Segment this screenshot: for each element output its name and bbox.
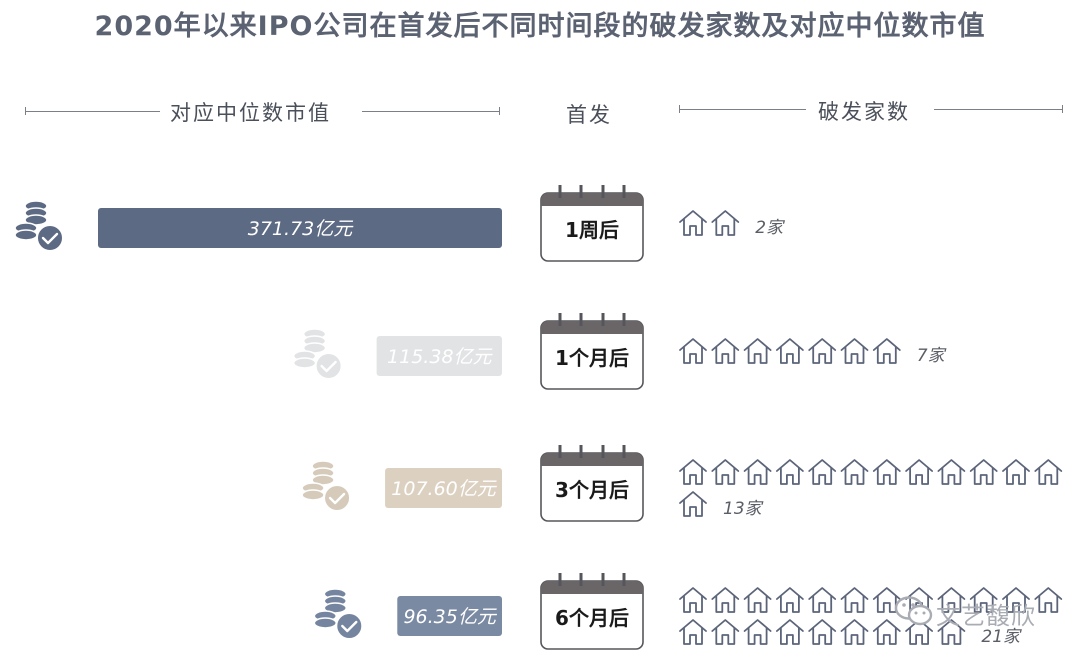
house-icon (808, 338, 837, 364)
house-icon (1034, 587, 1063, 613)
house-icon (679, 338, 707, 364)
right-header-tick-end (1062, 105, 1063, 113)
house-icon (711, 459, 740, 485)
house-icon (1002, 587, 1030, 613)
house-icon (872, 587, 901, 613)
house-icon (743, 459, 772, 485)
house-icon (776, 619, 804, 645)
market-value-bar (376, 336, 502, 376)
house-icon (840, 587, 869, 613)
house-icon (711, 210, 740, 236)
house-icon (711, 619, 740, 645)
period-label: 1个月后 (555, 346, 629, 370)
period-label: 6个月后 (555, 606, 629, 630)
center-header: 首发 (566, 103, 612, 127)
house-icon (937, 587, 966, 613)
calendar-icon-0: 1周后 (540, 185, 644, 262)
house-icon (808, 459, 837, 485)
right-header-rule (679, 109, 806, 110)
watermark: 文艺馥欣 (894, 594, 1064, 634)
coin-stack-icon-1 (292, 328, 343, 380)
break-count-label: 7家 (917, 346, 947, 366)
house-icon (872, 619, 901, 645)
house-icon (711, 587, 740, 613)
coin-stack-icon-0 (14, 200, 64, 252)
house-icon (1034, 459, 1063, 485)
left-header-tick-end (499, 107, 500, 115)
house-icon (808, 619, 837, 645)
house-icon (808, 587, 837, 613)
period-label: 3个月后 (555, 478, 629, 502)
house-icon (743, 587, 772, 613)
left-header-rule (25, 111, 160, 112)
market-value-bar (385, 468, 502, 508)
house-icon (776, 338, 804, 364)
chart-title: 2020年以来IPO公司在首发后不同时间段的破发家数及对应中位数市值 (94, 11, 986, 42)
market-value-label: 107.60亿元 (391, 478, 497, 500)
house-icon (679, 210, 707, 236)
house-icon (840, 338, 869, 364)
house-icon (776, 459, 804, 485)
house-icon (711, 338, 740, 364)
house-icon (937, 459, 966, 485)
period-label: 1周后 (565, 218, 619, 242)
house-icon (872, 338, 901, 364)
calendar-icon-2: 3个月后 (540, 445, 644, 522)
house-icon (679, 619, 707, 645)
house-icon (840, 459, 869, 485)
right-header-rule-right (934, 109, 1062, 110)
watermark-text: 文艺馥欣 (936, 602, 1036, 630)
house-icon (679, 491, 707, 517)
house-icon (969, 459, 998, 485)
left-header-rule-right (362, 111, 499, 112)
market-value-bar (98, 208, 502, 248)
break-count-label: 21家 (981, 627, 1022, 647)
house-icon (776, 587, 804, 613)
house-icon (840, 619, 869, 645)
house-icon (679, 587, 707, 613)
house-icon (969, 587, 998, 613)
market-value-bar (397, 596, 502, 636)
house-icon (743, 619, 772, 645)
wechat-icon (894, 596, 933, 626)
coin-stack-icon-2 (301, 460, 352, 512)
house-icon (872, 459, 901, 485)
house-icon (1002, 459, 1030, 485)
break-count-label: 13家 (723, 499, 764, 519)
house-icon (743, 338, 772, 364)
market-value-label: 371.73亿元 (248, 218, 354, 240)
calendar-icon-1: 1个月后 (540, 313, 644, 390)
house-icon (905, 459, 933, 485)
house-icon (937, 619, 966, 645)
house-icon (679, 459, 707, 485)
break-count-label: 2家 (755, 218, 785, 238)
left-header: 对应中位数市值 (170, 101, 331, 125)
calendar-icon-3: 6个月后 (540, 573, 644, 650)
right-header: 破发家数 (818, 100, 910, 124)
coin-stack-icon-3 (313, 588, 364, 640)
market-value-label: 115.38亿元 (387, 346, 493, 368)
market-value-label: 96.35亿元 (403, 606, 497, 628)
